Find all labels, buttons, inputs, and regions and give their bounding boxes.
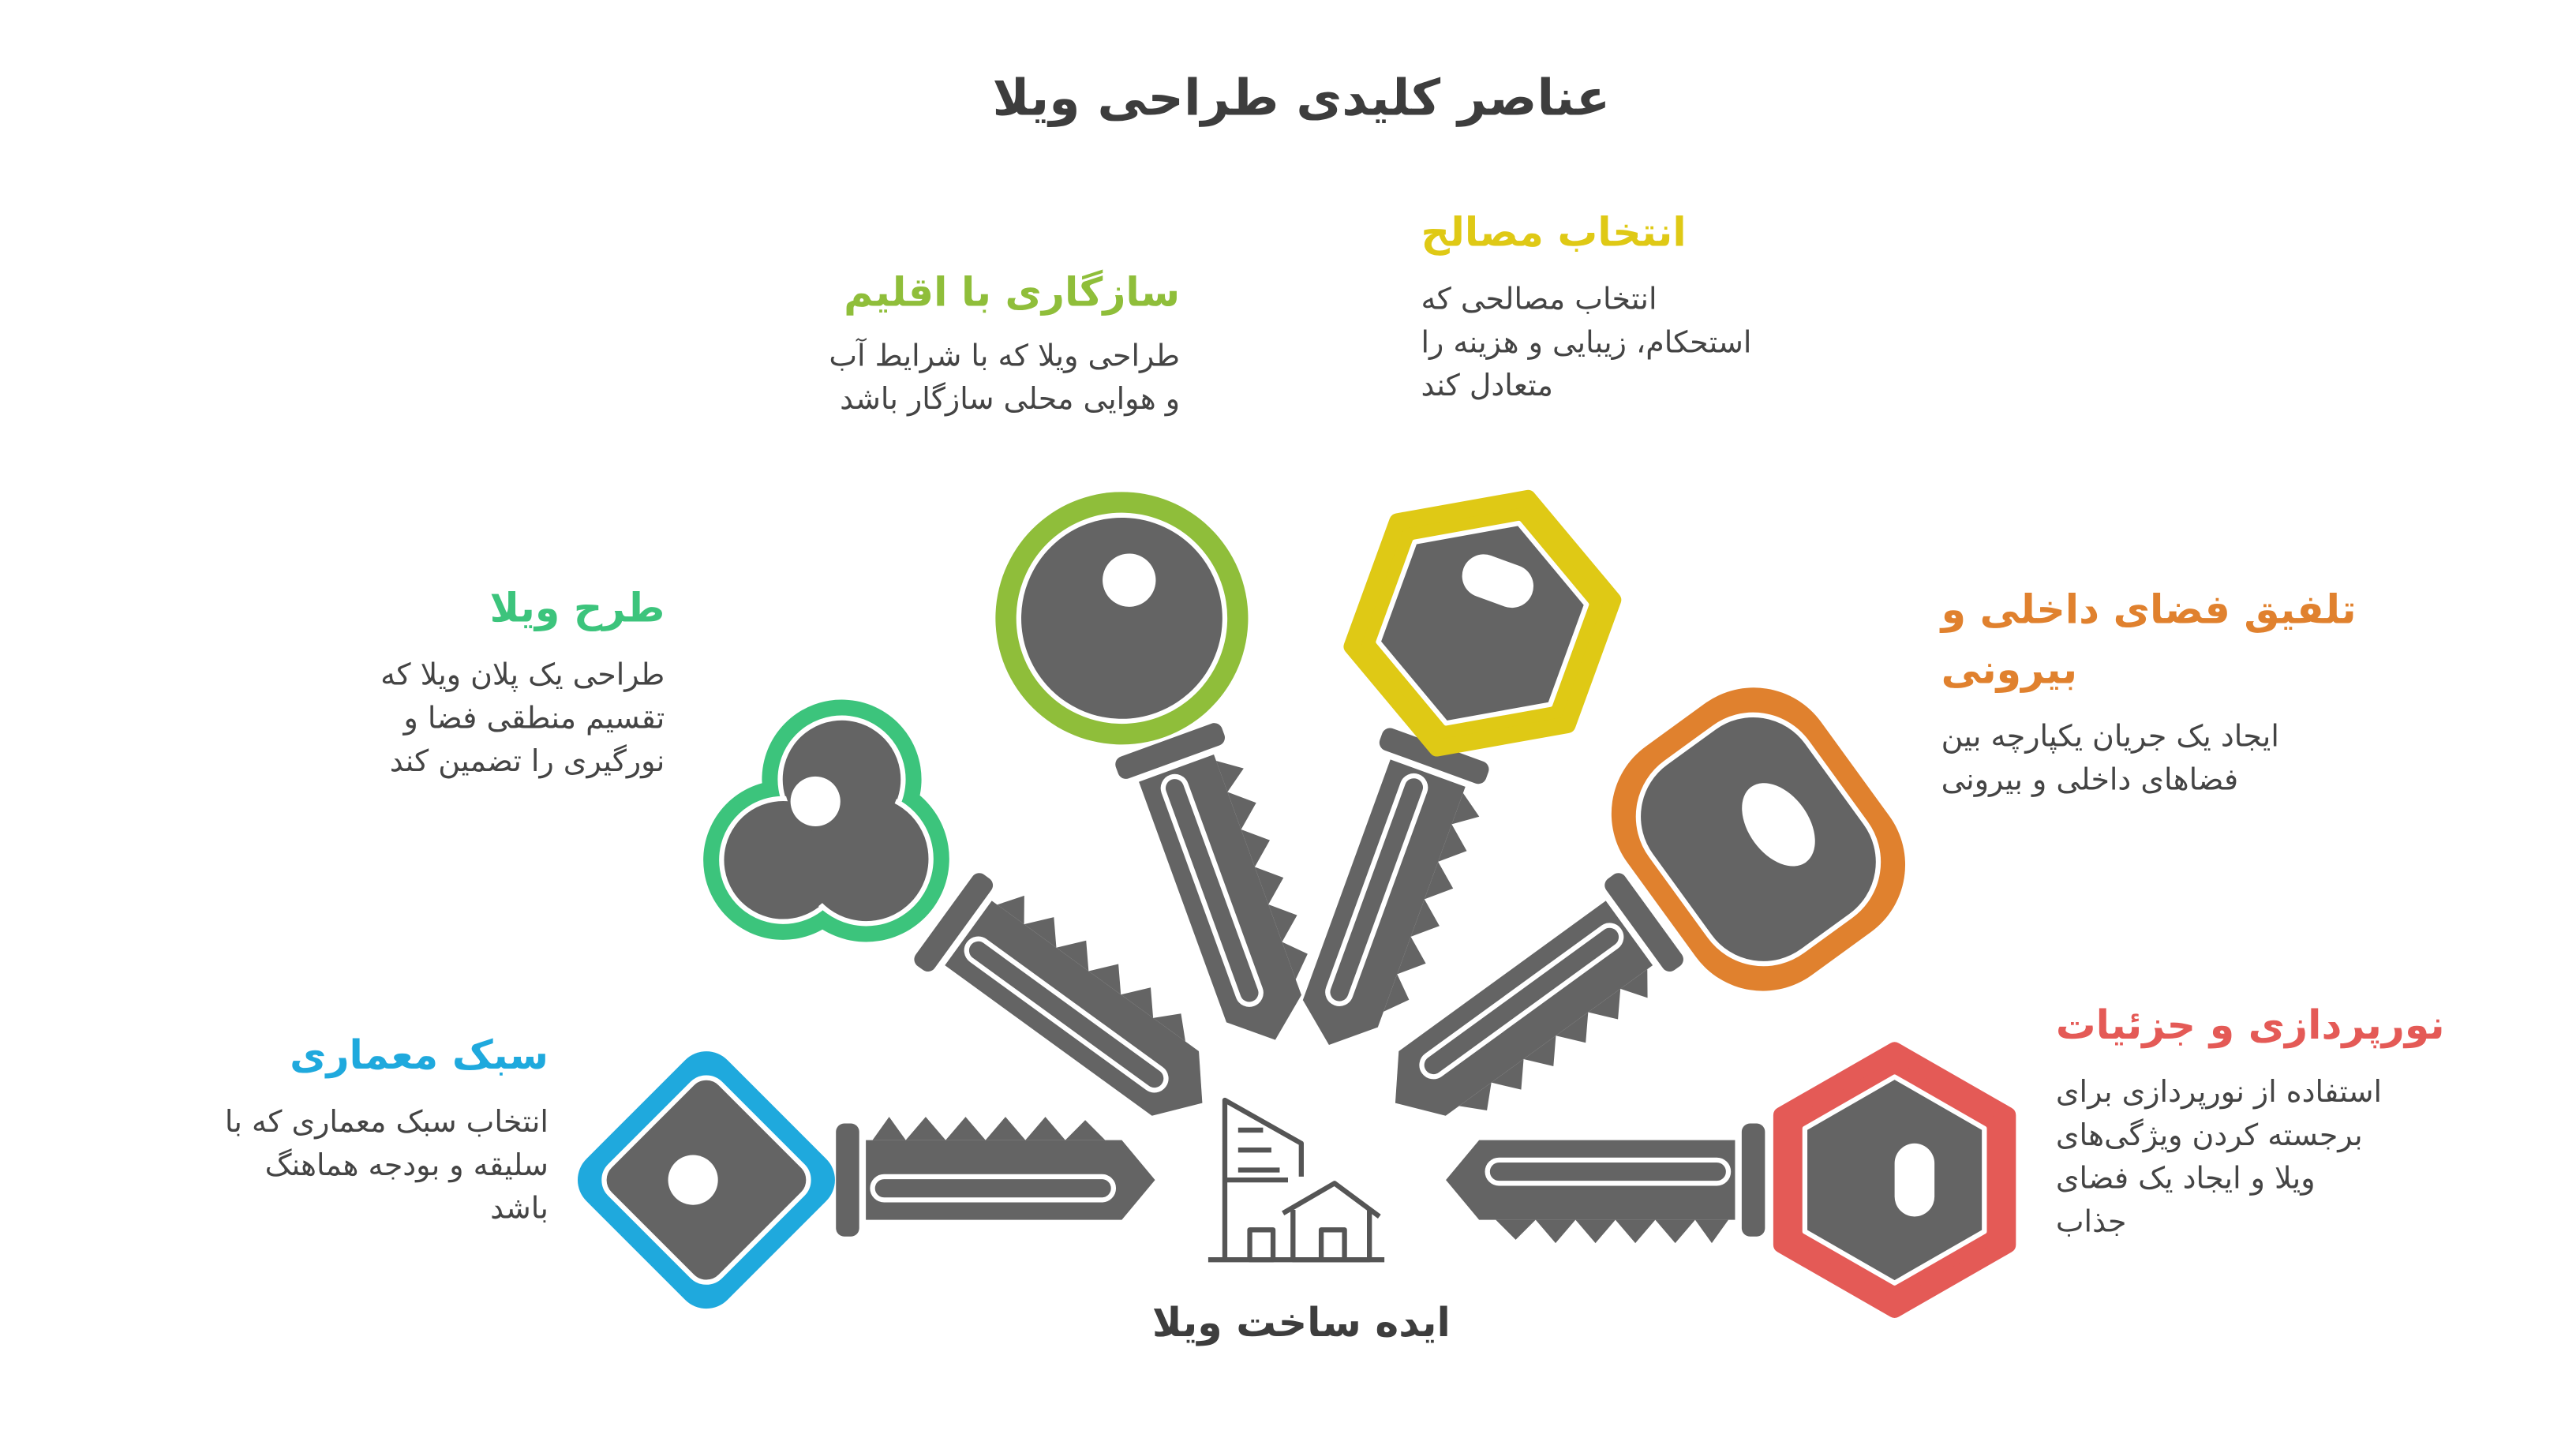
item-desc: طراحی ویلا که با شرایط آب — [829, 339, 1181, 374]
item-desc: فضاهای داخلی و بیرونی — [1941, 762, 2239, 798]
item-title: سازگاری با اقلیم — [844, 269, 1181, 316]
item-desc: نورگیری را تضمین کند — [389, 744, 665, 780]
item-desc: باشد — [490, 1191, 549, 1227]
item-climate: سازگاری با اقلیم طراحی ویلا که با شرایط … — [829, 263, 1180, 422]
item-title: سبک معماری — [290, 1032, 549, 1079]
item-lighting: نورپردازی و جزئیات استفاده از نورپردازی … — [2056, 995, 2445, 1245]
item-title: نورپردازی و جزئیات — [2055, 1002, 2445, 1049]
key-orange — [1312, 687, 1906, 1218]
item-desc: جذاب — [2055, 1204, 2127, 1240]
key-red — [1446, 1042, 2016, 1318]
item-title: بیرونی — [1941, 646, 2078, 694]
item-title: طرح ویلا — [489, 585, 665, 632]
item-desc: سلیقه و بودجه هماهنگ — [264, 1148, 549, 1184]
item-materials: انتخاب مصالح انتخاب مصالحی که استحکام، ز… — [1421, 203, 1751, 409]
item-indoor-outdoor: تلفیق فضای داخلی و بیرونی ایجاد یک جریان… — [1941, 580, 2357, 803]
item-desc: ویلا و ایجاد یک فضای — [2055, 1161, 2316, 1197]
key-yellow — [1221, 489, 1622, 1084]
item-desc: استحکام، زیبایی و هزینه را — [1421, 325, 1752, 361]
item-architecture-style: سبک معماری انتخاب سبک معماری که با سلیقه… — [225, 1025, 549, 1231]
key-green — [703, 699, 1279, 1208]
center-label: ایده ساخت ویلا — [1151, 1299, 1451, 1346]
item-desc: تقسیم منطقی فضا و — [403, 701, 665, 736]
item-desc: برجسته کردن ویژگی‌های — [2055, 1118, 2363, 1154]
page-title: عناصر کلیدی طراحی ویلا — [992, 69, 1611, 129]
item-desc: استفاده از نورپردازی برای — [2055, 1075, 2383, 1110]
item-desc: ایجاد یک جریان یکپارچه بین — [1941, 719, 2279, 755]
building-house-icon — [1208, 1097, 1385, 1263]
key-lime — [995, 492, 1394, 1083]
item-desc: انتخاب مصالحی که — [1421, 282, 1657, 318]
item-title: تلفیق فضای داخلی و — [1941, 586, 2357, 634]
item-desc: و هوایی محلی سازگار باشد — [840, 382, 1181, 417]
item-desc: متعادل کند — [1421, 369, 1553, 404]
item-villa-plan: طرح ویلا طراحی یک پلان ویلا که تقسیم منط… — [380, 578, 665, 784]
item-desc: انتخاب سبک معماری که با — [224, 1105, 549, 1140]
item-title: انتخاب مصالح — [1421, 209, 1687, 256]
key-blue — [577, 1051, 1155, 1309]
item-desc: طراحی یک پلان ویلا که — [380, 657, 665, 694]
